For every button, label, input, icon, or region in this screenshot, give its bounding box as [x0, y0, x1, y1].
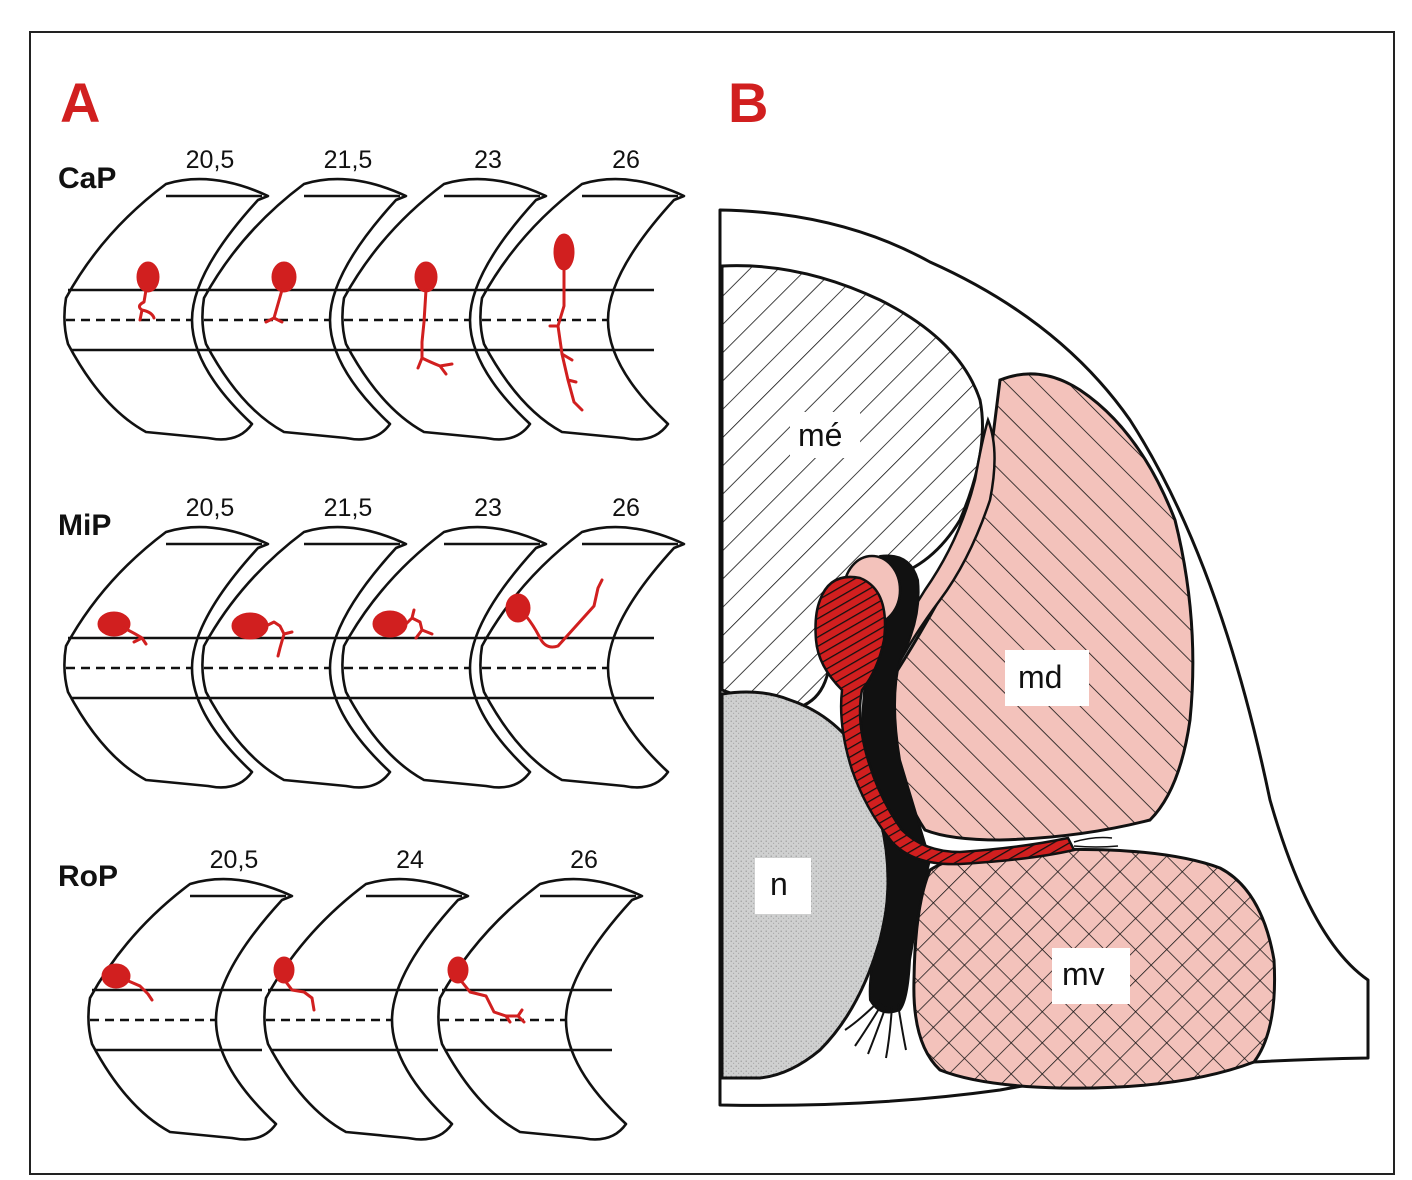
panel-b: B [718, 71, 1370, 1107]
neuron-rop-3 [447, 956, 526, 1024]
stage-label-rop-3: 26 [570, 846, 598, 874]
neuron-rop-1 [101, 963, 154, 1002]
neuron-mip-1 [97, 611, 148, 646]
stage-label-rop-2: 24 [396, 846, 424, 874]
stage-label-mip-2: 21,5 [324, 494, 373, 522]
segment-cap-1: 20,5 [63, 146, 270, 441]
stage-label-rop-1: 20,5 [210, 846, 259, 874]
fibres-right [1073, 836, 1119, 848]
segment-rop-3: 26 [437, 846, 644, 1141]
label-n-text: n [770, 866, 788, 902]
red-motor-neuron [814, 575, 1076, 866]
row-mip: MiP [58, 509, 111, 542]
nerve-fibres [844, 999, 907, 1059]
spinal-column [860, 554, 932, 1014]
panel-a-letter: A [60, 71, 100, 134]
neuron-mip-4 [505, 578, 604, 649]
segment-cap-2: 21,5 [201, 146, 408, 441]
row-label-mip: MiP [58, 509, 111, 542]
neuron-rop-2 [273, 956, 316, 1012]
segment-rop-1: 20,5 [87, 846, 294, 1141]
row-label-rop: RoP [58, 860, 118, 893]
panel-a: A CaP MiP RoP [58, 71, 118, 893]
section-outline [718, 208, 1370, 1107]
segment-cap-3: 23 [341, 146, 548, 441]
neuron-cap-1 [136, 261, 160, 322]
stage-label-cap-1: 20,5 [186, 146, 235, 174]
label-mv-text: mv [1062, 956, 1105, 992]
neuron-cap-2 [264, 261, 297, 324]
label-md-text: md [1018, 659, 1062, 695]
neuron-mip-3 [372, 608, 434, 640]
segments-layer: 20,5 21,5 23 26 20,5 21,5 23 26 20,5 24 26 [63, 146, 686, 1141]
neuron-mip-2 [231, 612, 294, 658]
neuron-cap-3 [414, 261, 454, 376]
row-label-cap: CaP [58, 162, 116, 195]
label-me-text: mé [798, 417, 842, 453]
neuron-cap-4 [548, 233, 584, 412]
stage-label-mip-3: 23 [474, 494, 502, 522]
segment-mip-4: 26 [479, 494, 686, 789]
label-me: mé [790, 412, 860, 458]
segment-rop-2: 24 [263, 846, 470, 1141]
stage-label-cap-4: 26 [612, 146, 640, 174]
panel-b-letter: B [728, 71, 768, 134]
region-md [882, 372, 1195, 842]
stage-label-mip-4: 26 [612, 494, 640, 522]
stage-label-cap-3: 23 [474, 146, 502, 174]
row-rop: RoP [58, 860, 118, 893]
region-me [720, 264, 984, 712]
stage-label-cap-2: 21,5 [324, 146, 373, 174]
label-md: md [1005, 650, 1089, 706]
label-n: n [755, 858, 811, 914]
segment-cap-4: 26 [479, 146, 686, 441]
segment-mip-1: 20,5 [63, 494, 270, 789]
segment-mip-2: 21,5 [201, 494, 408, 789]
stage-label-mip-1: 20,5 [186, 494, 235, 522]
label-mv: mv [1052, 948, 1130, 1004]
row-cap: CaP [58, 162, 116, 195]
